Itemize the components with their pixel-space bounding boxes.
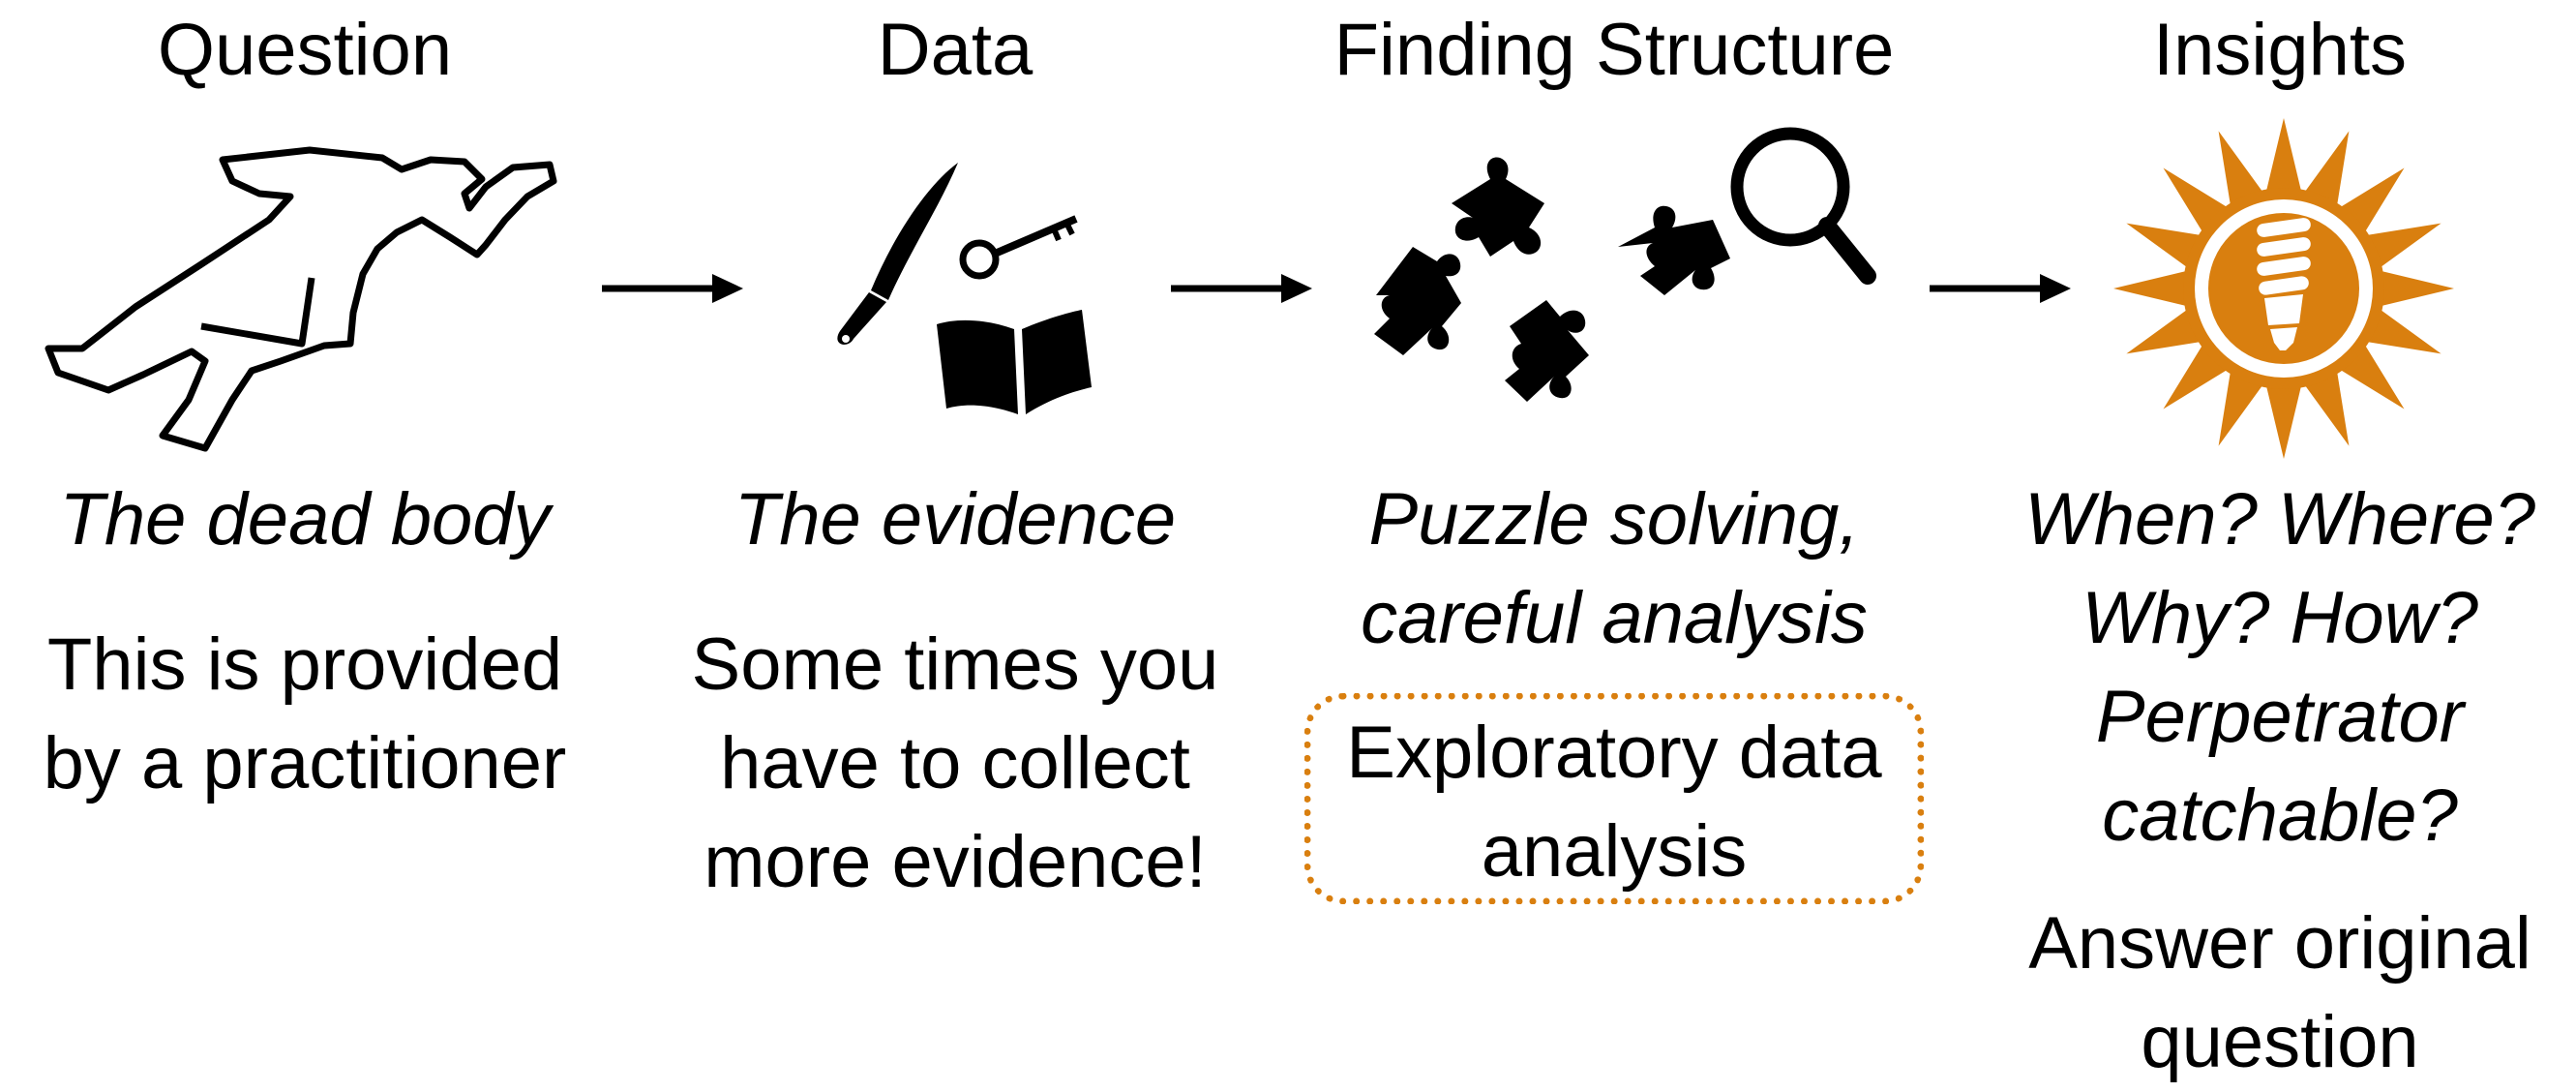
arrow-right-icon	[1171, 274, 1312, 303]
exploratory-data-analysis-callout: Exploratory data analysis	[1304, 693, 1924, 904]
step-title: Data	[877, 9, 1033, 91]
step-title: Finding Structure	[1333, 9, 1895, 91]
step-title: Insights	[2153, 9, 2407, 91]
arrow-right-icon	[602, 274, 743, 303]
step-description: Answer original question	[2028, 902, 2531, 1083]
puzzle-magnifier-icon	[1374, 127, 1876, 402]
evidence-knife-key-book-icon	[837, 163, 1092, 414]
step-description: This is provided by a practitioner	[43, 623, 567, 804]
step-subtitle: The evidence	[734, 478, 1177, 561]
step-title: Question	[157, 9, 453, 91]
step-subtitle: The dead body	[59, 478, 551, 561]
step-subtitle: Puzzle solving, careful analysis	[1361, 478, 1868, 659]
step-description: Some times you have to collect more evid…	[691, 623, 1219, 903]
sun-lightbulb-icon	[2113, 118, 2454, 459]
arrow-right-icon	[1930, 274, 2071, 303]
step-subtitle: When? Where? Why? How? Perpetrator catch…	[2023, 478, 2536, 857]
crime-scene-body-outline-icon	[45, 146, 557, 452]
